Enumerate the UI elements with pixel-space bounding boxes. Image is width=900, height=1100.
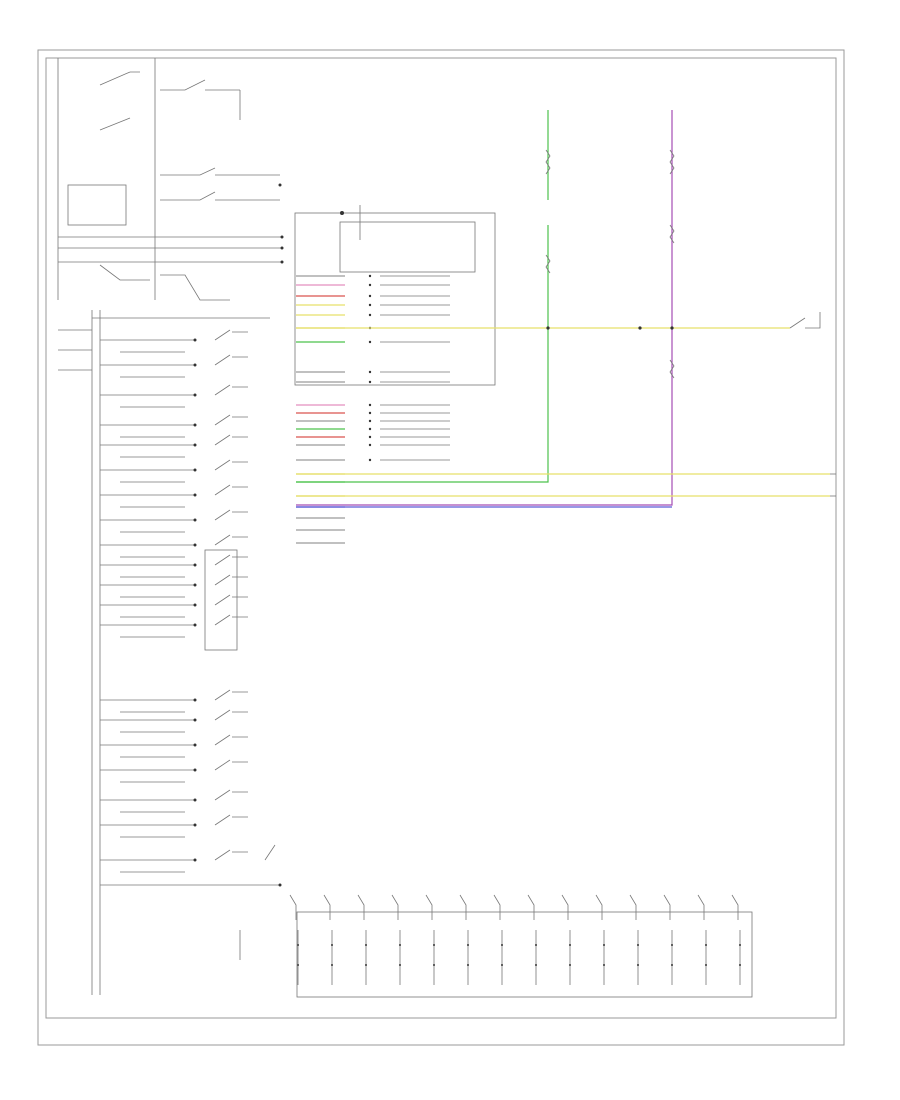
- branch-switch: [100, 554, 248, 578]
- connector-stub: [296, 411, 450, 415]
- bottom-connector: [493, 894, 503, 985]
- bottom-connector: [697, 894, 707, 985]
- bottom-connector: [289, 894, 299, 985]
- bottom-connector: [595, 894, 605, 985]
- branch-switch: [100, 614, 248, 638]
- branch-switch: [100, 384, 248, 408]
- left-vertical-bus: [58, 310, 270, 995]
- switch-icon: [789, 312, 821, 329]
- bottom-connector-row: [289, 894, 741, 985]
- lower-left-detail: [100, 844, 282, 960]
- branch-switch: [100, 759, 248, 783]
- bottom-connector: [459, 894, 469, 985]
- branch-switch: [100, 849, 248, 873]
- connector-stub: [296, 403, 450, 407]
- connector-stub: [296, 443, 450, 447]
- connector-stub: [296, 294, 450, 298]
- connector-stub: [296, 340, 450, 344]
- inner-frame: [45, 57, 837, 1019]
- branch-switch: [100, 789, 248, 813]
- connector-stub: [296, 370, 450, 374]
- connector-stub: [296, 427, 450, 431]
- bottom-connector: [663, 894, 673, 985]
- center-connector-block: [294, 205, 496, 386]
- fuse-icon: [669, 224, 675, 244]
- bottom-connector: [731, 894, 741, 985]
- bottom-connector: [425, 894, 435, 985]
- connector-stub: [296, 313, 450, 317]
- green-wire: [296, 225, 549, 483]
- lamp-module-box: [204, 549, 238, 651]
- connector-stub: [296, 419, 450, 423]
- connector-stub: [296, 380, 450, 384]
- branch-switch: [100, 534, 248, 558]
- branch-switch: [100, 484, 248, 508]
- bottom-connector: [391, 894, 401, 985]
- branch-switch: [100, 574, 248, 598]
- cluster-left-section: [57, 58, 284, 301]
- branch-switch: [100, 414, 248, 438]
- switch-icon: [99, 117, 131, 131]
- bottom-connector: [323, 894, 333, 985]
- connector-stub: [296, 435, 450, 439]
- switch-icon: [99, 71, 140, 86]
- branch-switch: [100, 734, 248, 758]
- connector-stub: [296, 274, 450, 278]
- branch-switch: [100, 689, 248, 713]
- branch-switch: [100, 329, 248, 353]
- bottom-connector: [527, 894, 537, 985]
- connector-stub: [296, 283, 450, 287]
- branch-switch: [100, 814, 248, 838]
- fuse-icon: [669, 149, 675, 175]
- connector-stub: [296, 303, 450, 307]
- branch-switch: [100, 709, 248, 733]
- switch-icon: [160, 167, 280, 176]
- connector-wire-stubs: [296, 274, 450, 384]
- connector-stub: [296, 458, 450, 462]
- switch-icon: [160, 191, 280, 201]
- bottom-connector: [629, 894, 639, 985]
- branch-switch: [100, 594, 248, 618]
- fuse-icon: [545, 149, 551, 175]
- long-wires: [296, 110, 836, 508]
- fuse-icon: [545, 254, 551, 274]
- branch-switch: [100, 459, 248, 483]
- fuse-icon: [669, 359, 675, 379]
- connector-wire-stubs-lower: [296, 403, 450, 544]
- left-branch-switches: [100, 329, 248, 873]
- branch-switch: [100, 509, 248, 533]
- outer-frame: [37, 49, 845, 1046]
- branch-switch: [100, 434, 248, 458]
- switch-icon: [160, 79, 241, 120]
- bottom-connector-frame: [296, 911, 753, 998]
- branch-switch: [100, 354, 248, 378]
- bottom-connector: [561, 894, 571, 985]
- module-box: [67, 184, 127, 226]
- bottom-connector: [357, 894, 367, 985]
